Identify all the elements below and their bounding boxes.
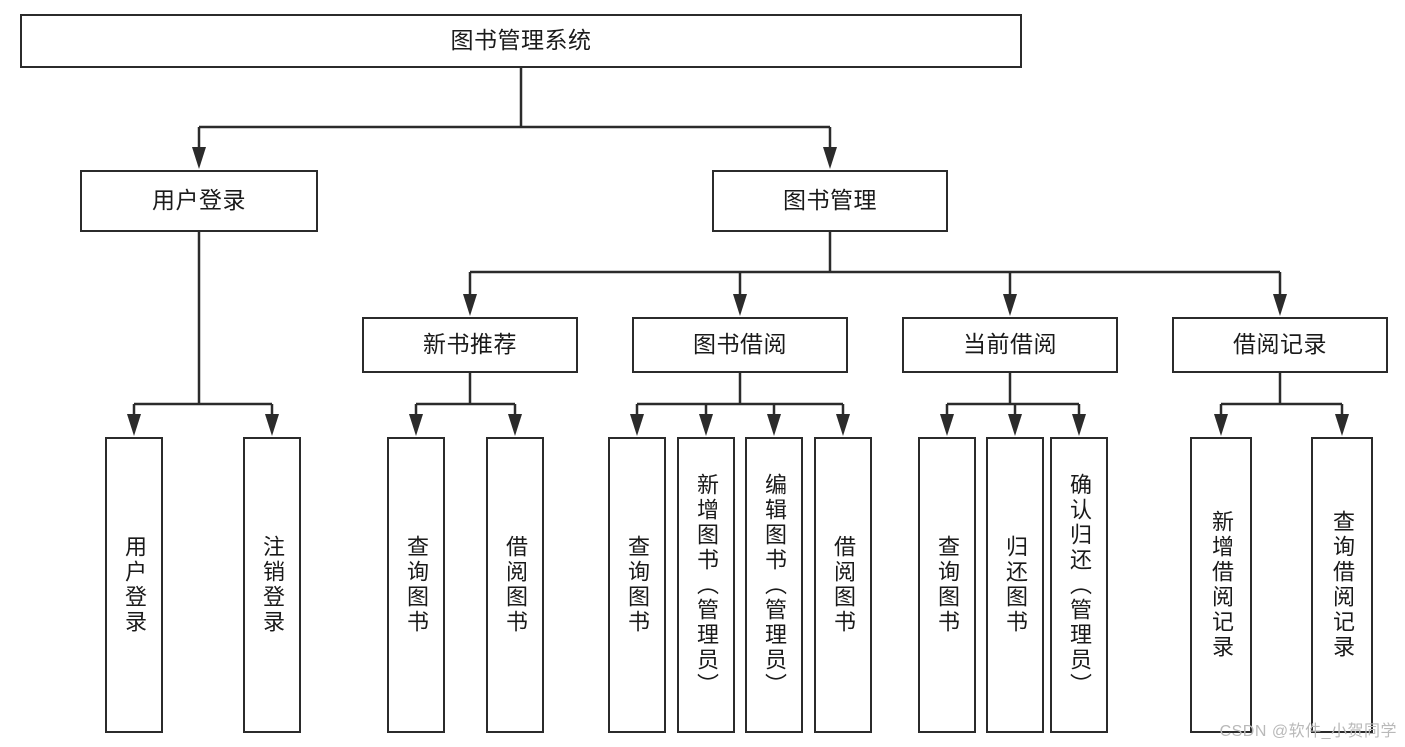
node-label: 借阅图书 [503,535,528,635]
connector-arrowhead-leaf-new-1 [409,414,423,436]
connector-arrowhead-login [192,147,206,169]
node-leaf-bor-2[interactable]: 新增图书（管理员） [677,437,735,733]
connector-arrowhead-bookmgmt [823,147,837,169]
node-label: 图书借阅 [693,331,787,358]
node-leaf-cur-3[interactable]: 确认归还（管理员） [1050,437,1108,733]
connector-arrowhead-borrow [733,294,747,316]
connector-arrowhead-leaf-bor-1 [630,414,644,436]
node-label: 查询图书 [625,535,650,635]
node-label: 用户登录 [152,187,246,214]
connector-arrowhead-leaf-rec-2 [1335,414,1349,436]
node-label: 归还图书 [1003,535,1028,635]
node-label: 新书推荐 [423,331,517,358]
connector-arrowhead-leaf-bor-3 [767,414,781,436]
node-leaf-login-2[interactable]: 注销登录 [243,437,301,733]
node-root[interactable]: 图书管理系统 [20,14,1022,68]
node-leaf-rec-1[interactable]: 新增借阅记录 [1190,437,1252,733]
node-records[interactable]: 借阅记录 [1172,317,1388,373]
connector-arrowhead-current [1003,294,1017,316]
connector-arrowhead-leaf-rec-1 [1214,414,1228,436]
node-label: 图书管理 [783,187,877,214]
node-label: 借阅图书 [831,535,856,635]
node-label: 新增图书（管理员） [694,472,719,698]
connector-arrowhead-leaf-login-1 [127,414,141,436]
node-leaf-new-2[interactable]: 借阅图书 [486,437,544,733]
connector-arrowhead-leaf-cur-2 [1008,414,1022,436]
node-login[interactable]: 用户登录 [80,170,318,232]
node-label: 确认归还（管理员） [1067,472,1092,698]
connector-arrowhead-records [1273,294,1287,316]
node-label: 查询借阅记录 [1330,510,1355,660]
node-current[interactable]: 当前借阅 [902,317,1118,373]
node-label: 查询图书 [935,535,960,635]
node-label: 当前借阅 [963,331,1057,358]
node-leaf-bor-3[interactable]: 编辑图书（管理员） [745,437,803,733]
node-newbook[interactable]: 新书推荐 [362,317,578,373]
connector-arrowhead-leaf-cur-3 [1072,414,1086,436]
node-label: 用户登录 [122,535,147,635]
node-label: 查询图书 [404,535,429,635]
node-label: 注销登录 [260,535,285,635]
node-leaf-login-1[interactable]: 用户登录 [105,437,163,733]
node-label: 图书管理系统 [450,27,592,54]
node-leaf-rec-2[interactable]: 查询借阅记录 [1311,437,1373,733]
node-leaf-cur-2[interactable]: 归还图书 [986,437,1044,733]
node-bookmgmt[interactable]: 图书管理 [712,170,948,232]
connector-arrowhead-newbook [463,294,477,316]
connector-arrowhead-leaf-new-2 [508,414,522,436]
connector-arrowhead-leaf-cur-1 [940,414,954,436]
node-leaf-bor-1[interactable]: 查询图书 [608,437,666,733]
connector-arrowhead-leaf-bor-4 [836,414,850,436]
connector-arrowhead-leaf-login-2 [265,414,279,436]
node-label: 新增借阅记录 [1209,510,1234,660]
node-label: 编辑图书（管理员） [762,472,787,698]
node-leaf-new-1[interactable]: 查询图书 [387,437,445,733]
node-label: 借阅记录 [1233,331,1327,358]
node-leaf-bor-4[interactable]: 借阅图书 [814,437,872,733]
connector-arrowhead-leaf-bor-2 [699,414,713,436]
node-borrow[interactable]: 图书借阅 [632,317,848,373]
node-leaf-cur-1[interactable]: 查询图书 [918,437,976,733]
